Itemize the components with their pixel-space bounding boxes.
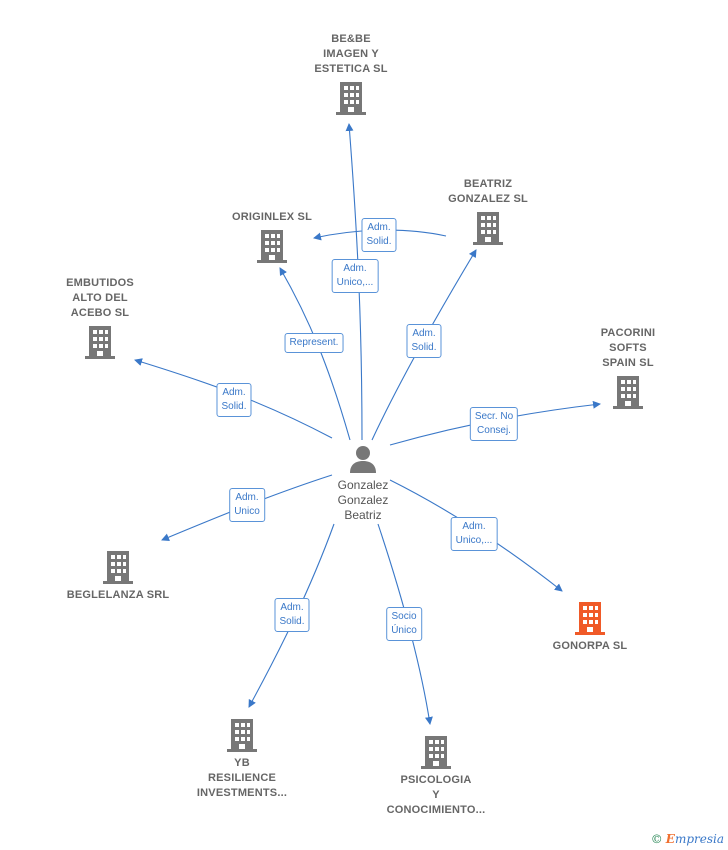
company-gonorpa[interactable]: GONORPA SL [520,597,660,654]
company-originlex[interactable]: ORIGINLEX SL [202,210,342,267]
building-icon [613,376,643,409]
person-name: Gonzalez Gonzalez Beatriz [337,478,389,522]
copyright-icon: © [650,832,663,846]
building-icon [421,736,451,769]
role-label-originlex[interactable]: Represent. [284,333,344,353]
person-icon [350,446,376,473]
company-bebe[interactable]: BE&BE IMAGEN Y ESTETICA SL [281,32,421,119]
company-name: PSICOLOGIA Y CONOCIMIENTO... [386,774,486,816]
company-name: EMBUTIDOS ALTO DEL ACEBO SL [66,277,134,319]
building-icon [85,326,115,359]
company-beatriz-gonzalez[interactable]: BEATRIZ GONZALEZ SL [418,177,558,249]
role-label-beglelanza[interactable]: Adm. Unico [229,488,265,522]
edge-originlex [279,267,351,441]
role-label-gonorpa[interactable]: Adm. Unico,... [450,517,498,551]
brand-name: mpresia [674,832,724,846]
company-name: BEGLELANZA SRL [66,589,170,601]
company-name: BEATRIZ GONZALEZ SL [448,178,528,205]
role-label-yb[interactable]: Adm. Solid. [274,598,310,632]
building-icon [473,212,503,245]
role-label-pacorini[interactable]: Secr. No Consej. [469,407,519,441]
building-icon [257,230,287,263]
building-icon [336,82,366,115]
brand-initial: E [665,832,675,846]
company-name: PACORINI SOFTS SPAIN SL [600,327,656,369]
company-name: BE&BE IMAGEN Y ESTETICA SL [314,33,388,75]
company-embutidos[interactable]: EMBUTIDOS ALTO DEL ACEBO SL [30,276,170,363]
company-name: GONORPA SL [552,640,628,652]
building-icon [575,602,605,635]
company-beglelanza[interactable]: BEGLELANZA SRL [48,546,188,603]
company-name: YB RESILIENCE INVESTMENTS... [196,757,288,799]
role-label-beatriz[interactable]: Adm. Solid. [406,324,442,358]
building-icon [103,551,133,584]
brand-logo: ©Empresia [651,832,724,846]
company-yb-resilience[interactable]: YB RESILIENCE INVESTMENTS... [172,714,312,801]
company-psicologia[interactable]: PSICOLOGIA Y CONOCIMIENTO... [366,731,506,818]
role-label-beatriz-originlex[interactable]: Adm. Solid. [361,218,397,252]
role-label-bebe[interactable]: Adm. Unico,... [331,259,379,293]
company-name: ORIGINLEX SL [231,211,313,223]
building-icon [227,719,257,752]
person-node[interactable]: Gonzalez Gonzalez Beatriz [318,444,408,523]
role-label-embutidos[interactable]: Adm. Solid. [216,383,252,417]
company-pacorini[interactable]: PACORINI SOFTS SPAIN SL [558,326,698,413]
role-label-psicologia[interactable]: Socio Único [386,607,422,641]
